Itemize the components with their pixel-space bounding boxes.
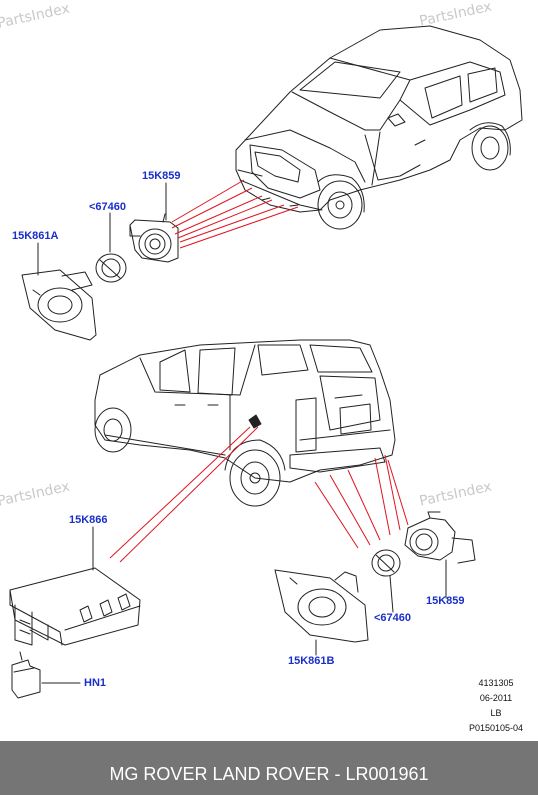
callout-module[interactable]: 15K866 [69, 514, 108, 526]
footer-bar: MG ROVER LAND ROVER - LR001961 [0, 741, 538, 795]
callout-rear-bracket[interactable]: 15K861B [288, 655, 335, 667]
footer-title: MG ROVER LAND ROVER - LR001961 [109, 764, 429, 784]
red-leader-lines [109, 179, 409, 563]
rear-sensor-illustration [404, 511, 476, 564]
front-bracket-illustration [21, 269, 97, 341]
connector-illustration [11, 651, 41, 699]
callout-front-bracket[interactable]: 15K861A [12, 230, 59, 242]
rear-ring-illustration [371, 549, 401, 577]
control-module-illustration [9, 567, 141, 646]
callout-rear-ring[interactable]: <67460 [374, 612, 412, 624]
rear-bracket-illustration [274, 569, 369, 643]
callout-rear-sensor[interactable]: 15K859 [426, 595, 465, 607]
reference-hand: LB [490, 708, 502, 718]
front-vehicle-illustration [235, 25, 523, 230]
front-ring-illustration [95, 253, 127, 283]
front-sensor-illustration [129, 213, 179, 263]
callout-front-ring[interactable]: <67460 [89, 201, 127, 213]
reference-date: 06-2011 [479, 693, 513, 703]
callout-front-sensor[interactable]: 15K859 [142, 170, 181, 182]
callout-connector[interactable]: HN1 [84, 677, 107, 689]
parts-diagram [9, 25, 523, 699]
callout-leaders [37, 182, 447, 684]
reference-code: P0150105-04 [468, 723, 524, 733]
reference-number: 4131305 [478, 678, 514, 688]
rear-vehicle-illustration [94, 339, 396, 507]
